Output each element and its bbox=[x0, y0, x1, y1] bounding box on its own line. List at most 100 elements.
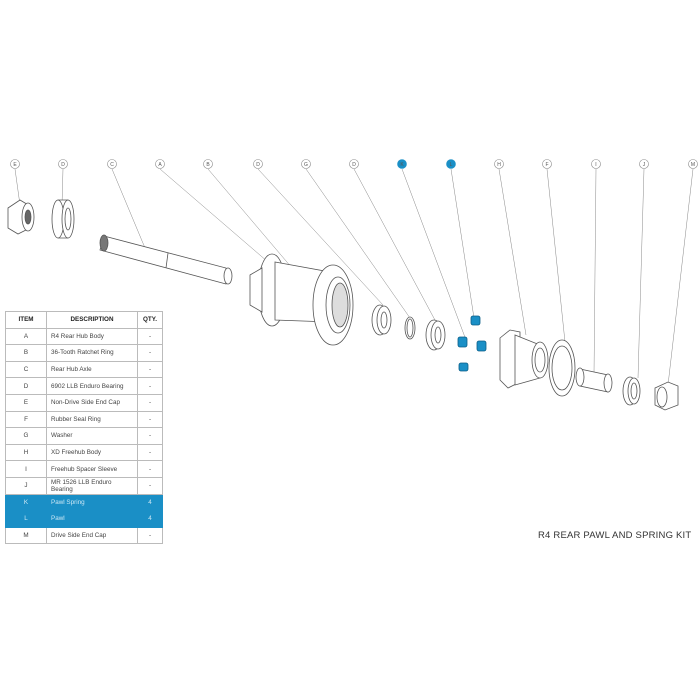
callout-d: D bbox=[58, 159, 68, 169]
part-c-axle bbox=[99, 234, 233, 285]
cell-item: A bbox=[5, 327, 47, 346]
cell-qty: - bbox=[137, 526, 163, 545]
callout-circle bbox=[591, 159, 601, 169]
part-i-spacer-sleeve bbox=[575, 367, 613, 393]
callout-label: A bbox=[158, 162, 162, 168]
cell-description: XD Freehub Body bbox=[46, 443, 138, 462]
callout-label: B bbox=[206, 162, 210, 168]
callout-label: C bbox=[110, 162, 114, 168]
callout-j: J bbox=[639, 159, 649, 169]
callout-circle bbox=[107, 159, 117, 169]
part-g-washer bbox=[404, 316, 416, 340]
callout-circle bbox=[253, 159, 263, 169]
callout-l: L bbox=[446, 159, 456, 169]
cell-description: MR 1526 LLB Enduro Bearing bbox=[46, 476, 138, 495]
cell-description: 36-Tooth Ratchet Ring bbox=[46, 344, 138, 362]
header-description: DESCRIPTION bbox=[46, 311, 138, 329]
part-e-non-drive-end-cap bbox=[7, 199, 35, 235]
cell-item: I bbox=[5, 460, 47, 478]
cell-qty: - bbox=[137, 410, 163, 429]
callout-label: D bbox=[256, 162, 260, 168]
leader-line bbox=[207, 168, 293, 269]
part-d-bearing-3 bbox=[425, 319, 446, 351]
part-h-freehub-body bbox=[499, 329, 549, 389]
header-item: ITEM bbox=[5, 311, 47, 329]
callout-d: D bbox=[253, 159, 263, 169]
header-qty: QTY. bbox=[137, 311, 163, 329]
cell-qty: - bbox=[137, 360, 163, 379]
cell-description: R4 Rear Hub Body bbox=[46, 327, 138, 346]
part-f-seal-ring bbox=[548, 339, 576, 397]
table-header-row: ITEM DESCRIPTION QTY. bbox=[5, 311, 163, 329]
callout-label: H bbox=[497, 162, 501, 168]
cell-description: Freehub Spacer Sleeve bbox=[46, 460, 138, 478]
callout-circle bbox=[397, 159, 407, 169]
leader-line bbox=[111, 168, 146, 249]
leader-lines bbox=[14, 168, 694, 386]
callout-circle bbox=[203, 159, 213, 169]
callout-label: D bbox=[352, 162, 356, 168]
cell-description: Pawl bbox=[46, 510, 138, 528]
cell-qty: - bbox=[137, 460, 163, 478]
callout-i: I bbox=[591, 159, 601, 169]
cell-item: L bbox=[5, 510, 47, 528]
callout-c: C bbox=[107, 159, 117, 169]
cell-description: Drive Side End Cap bbox=[46, 526, 138, 545]
kit-caption: R4 REAR PAWL AND SPRING KIT bbox=[538, 530, 692, 541]
callout-label: F bbox=[545, 162, 548, 168]
leader-line bbox=[14, 168, 21, 206]
callout-f: F bbox=[542, 159, 552, 169]
callout-label: D bbox=[61, 162, 65, 168]
cell-qty: - bbox=[137, 344, 163, 362]
cell-description: Rubber Seal Ring bbox=[46, 410, 138, 429]
callout-circle bbox=[155, 159, 165, 169]
part-a-hub-body bbox=[249, 253, 354, 346]
cell-item: F bbox=[5, 410, 47, 429]
leader-line bbox=[353, 168, 437, 323]
callout-circle bbox=[446, 159, 456, 169]
leader-line bbox=[637, 168, 645, 379]
cell-qty: 4 bbox=[137, 493, 163, 512]
part-m-drive-end-cap bbox=[654, 381, 679, 411]
leader-line bbox=[546, 168, 566, 343]
callout-circle bbox=[494, 159, 504, 169]
callout-m: M bbox=[688, 159, 698, 169]
cell-item: M bbox=[5, 526, 47, 545]
leader-line bbox=[257, 168, 384, 306]
part-k-l-pawls-springs bbox=[457, 315, 487, 372]
hub-parts bbox=[7, 199, 679, 411]
cell-qty: - bbox=[137, 327, 163, 346]
leader-line bbox=[450, 168, 475, 319]
leader-line bbox=[667, 168, 694, 386]
callout-circle bbox=[349, 159, 359, 169]
cell-item: E bbox=[5, 393, 47, 412]
callout-circle bbox=[639, 159, 649, 169]
callout-label: G bbox=[304, 162, 308, 168]
cell-item: B bbox=[5, 344, 47, 362]
part-j-bearing bbox=[622, 376, 641, 406]
leader-line bbox=[305, 168, 411, 319]
callout-circle bbox=[301, 159, 311, 169]
callout-k: K bbox=[397, 159, 407, 169]
callout-circle bbox=[542, 159, 552, 169]
leader-line bbox=[159, 168, 269, 263]
leader-line bbox=[498, 168, 527, 336]
cell-item: D bbox=[5, 377, 47, 395]
cell-qty: - bbox=[137, 427, 163, 445]
cell-item: H bbox=[5, 443, 47, 462]
cell-qty: - bbox=[137, 393, 163, 412]
cell-description: Pawl Spring bbox=[46, 493, 138, 512]
part-d-bearing-1 bbox=[51, 199, 75, 239]
